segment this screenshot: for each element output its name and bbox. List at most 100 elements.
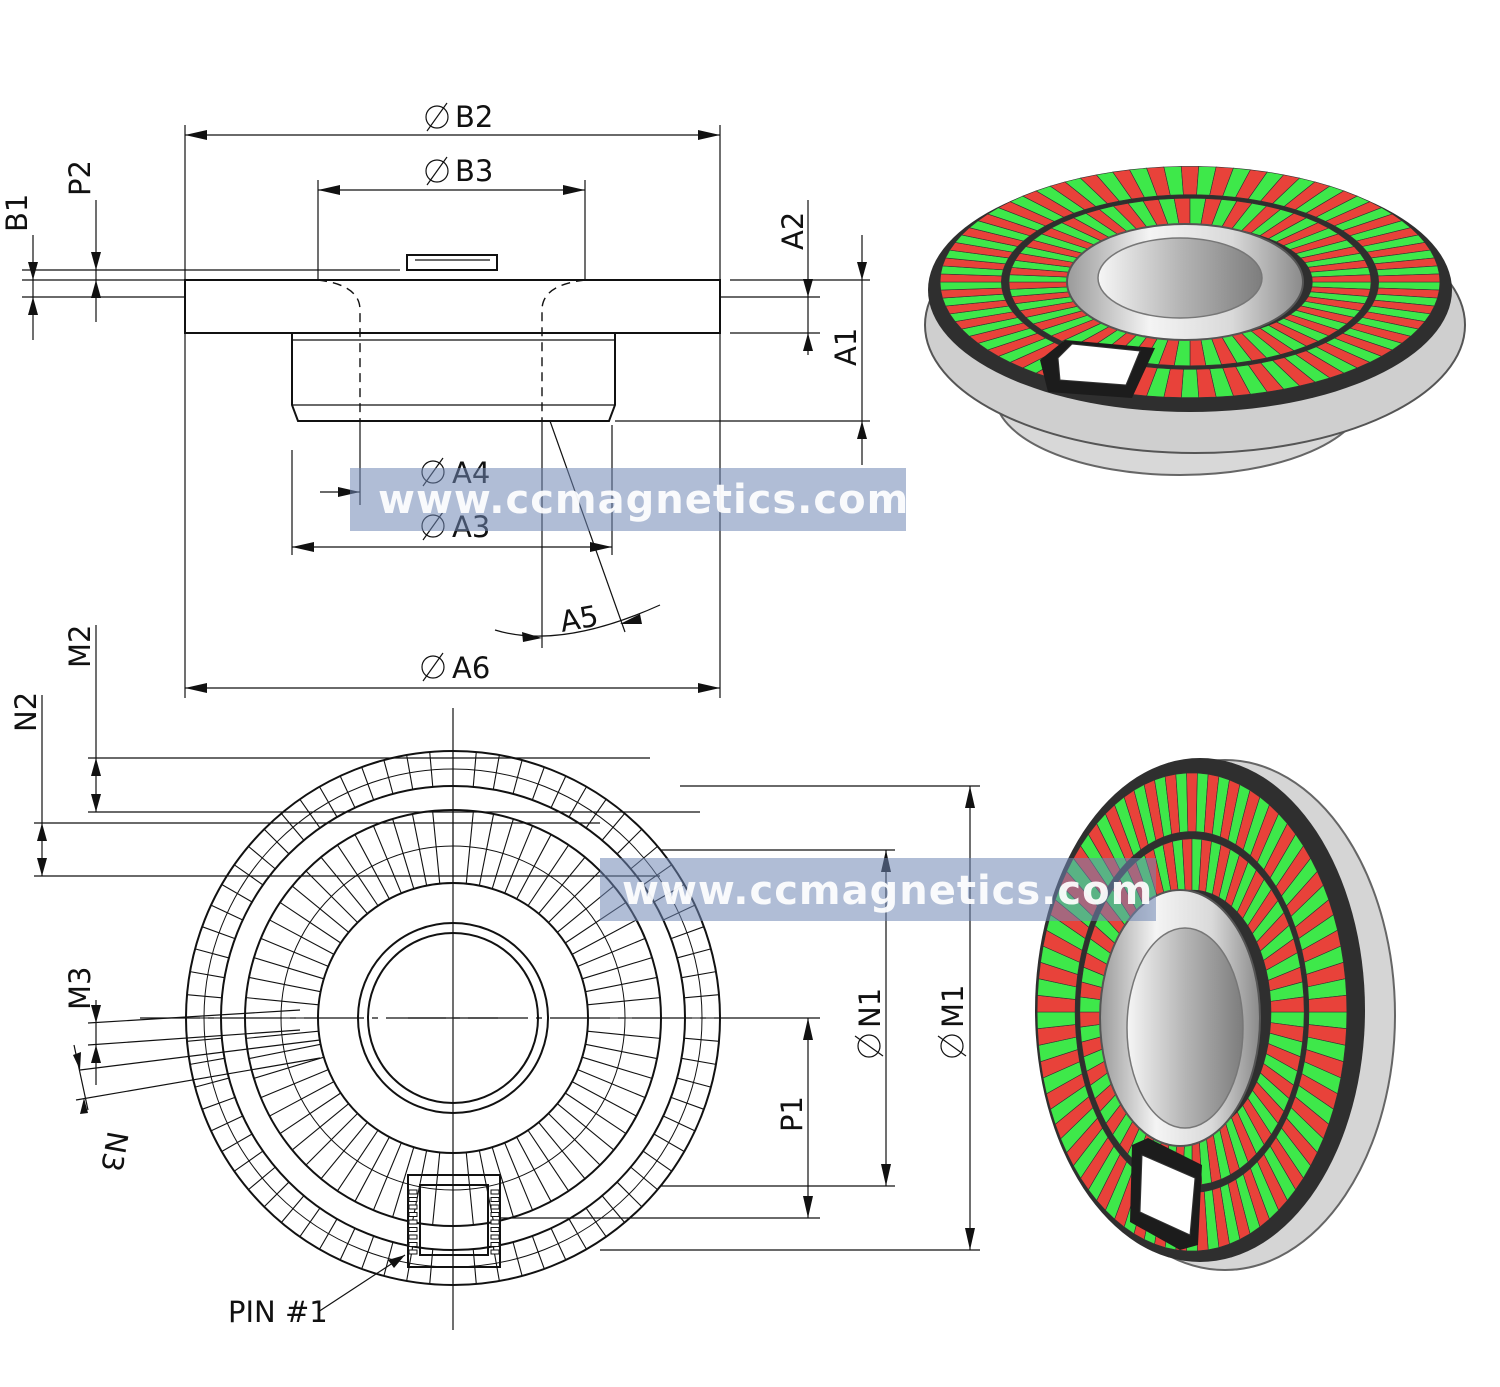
arrow-head — [620, 614, 642, 624]
pole-division — [577, 937, 646, 967]
watermark-box — [350, 468, 906, 531]
pole-division — [372, 825, 402, 894]
arrow-head — [803, 1018, 813, 1040]
arrow-head — [338, 487, 360, 497]
pole-division — [279, 1092, 342, 1135]
watermark-box — [600, 858, 1156, 921]
pole-division — [676, 948, 712, 959]
n3-text: N3 — [94, 1129, 134, 1174]
pole-division — [585, 1043, 658, 1060]
iso-view-bottom — [1035, 758, 1396, 1271]
watermark-bottom: www.ccmagnetics.com — [600, 858, 1156, 921]
a5-arc — [494, 604, 661, 637]
pole-segment — [1308, 994, 1348, 1013]
front-view: PIN #1 M2 N2 M3 N3 P1 — [9, 625, 980, 1330]
pole-division — [653, 1133, 685, 1152]
a5-text: A5 — [557, 599, 601, 639]
watermark-text: www.ccmagnetics.com — [378, 477, 909, 523]
pole-division — [305, 1113, 358, 1166]
iso-chip-die — [1057, 343, 1141, 386]
diameter-icon — [425, 159, 449, 183]
pole-division — [548, 870, 601, 923]
pole-division — [491, 1147, 514, 1218]
b3-text: B3 — [455, 154, 493, 188]
pole-division — [269, 919, 335, 955]
chip-pin — [408, 1189, 418, 1195]
pole-division — [571, 919, 637, 955]
arrow-head — [28, 297, 38, 315]
pole-division — [491, 818, 514, 889]
n1-label: N1 — [853, 988, 887, 1058]
pole-division — [354, 1136, 390, 1202]
arrow-head — [73, 1052, 81, 1070]
arrow-head — [91, 1045, 101, 1063]
arrow-head — [91, 280, 101, 298]
arrow-head — [185, 683, 207, 693]
pole-division — [248, 976, 321, 993]
pole-division — [676, 1077, 712, 1088]
watermark-text: www.ccmagnetics.com — [622, 868, 1153, 914]
arrow-head — [857, 421, 867, 439]
diameter-icon-slash — [426, 156, 448, 186]
pole-division — [538, 856, 586, 914]
pole-division — [320, 856, 368, 914]
pin1-label: PIN #1 — [228, 1295, 328, 1329]
chip-pin — [490, 1242, 500, 1247]
arrow-head — [28, 262, 38, 280]
pole-division — [512, 759, 523, 795]
pole-division — [585, 976, 658, 993]
pole-segment — [1377, 273, 1441, 283]
arrow-head — [803, 1196, 813, 1218]
pole-division — [210, 1115, 243, 1132]
chip-pin — [408, 1204, 418, 1210]
chip-pin — [408, 1197, 418, 1202]
pole-division — [465, 1152, 474, 1226]
m2-text: M2 — [63, 625, 97, 668]
pole-division — [383, 1241, 394, 1277]
arrow-head — [37, 858, 47, 876]
p2-text: P2 — [63, 160, 97, 196]
pole-division — [260, 1069, 329, 1099]
diameter-icon-slash — [937, 1035, 967, 1057]
pole-division — [432, 1152, 441, 1226]
a1-text: A1 — [829, 328, 863, 366]
iso-bore — [1097, 237, 1263, 319]
chip-pin — [490, 1219, 500, 1225]
diameter-icon — [425, 105, 449, 129]
iso2-bore — [1126, 927, 1244, 1129]
arrow-head — [563, 185, 585, 195]
iso2-chip-die — [1139, 1154, 1196, 1236]
b1-text: B1 — [0, 194, 34, 232]
arrow-head — [185, 130, 207, 140]
pole-division — [354, 834, 390, 900]
pole-division — [194, 1077, 230, 1088]
pole-division — [320, 1122, 368, 1180]
pole-division — [245, 1030, 319, 1039]
pole-division — [478, 813, 495, 886]
pole-division — [516, 834, 552, 900]
flange-outline — [184, 279, 721, 334]
pole-division — [531, 1235, 545, 1270]
pole-division — [684, 994, 720, 999]
pole-division — [512, 1241, 523, 1277]
a6-text: A6 — [452, 651, 490, 685]
m3-ext-top — [87, 1009, 301, 1024]
pole-division — [392, 1147, 415, 1218]
pole-division — [248, 1043, 321, 1060]
pole-division — [548, 1113, 601, 1166]
iso-view-top — [924, 166, 1466, 476]
sensor-chip-die — [419, 1184, 489, 1256]
pole-division — [516, 1136, 552, 1202]
arrow-head — [857, 262, 867, 280]
pole-division — [663, 1115, 696, 1132]
pole-segment — [1270, 996, 1305, 1013]
pole-division — [538, 1122, 586, 1180]
pole-division — [305, 870, 358, 923]
pole-division — [336, 1129, 379, 1192]
arrow-head — [388, 1255, 405, 1268]
pole-division — [253, 957, 324, 980]
arrow-head — [80, 1098, 88, 1114]
arrow-head — [881, 1164, 891, 1186]
arrow-head — [698, 683, 720, 693]
